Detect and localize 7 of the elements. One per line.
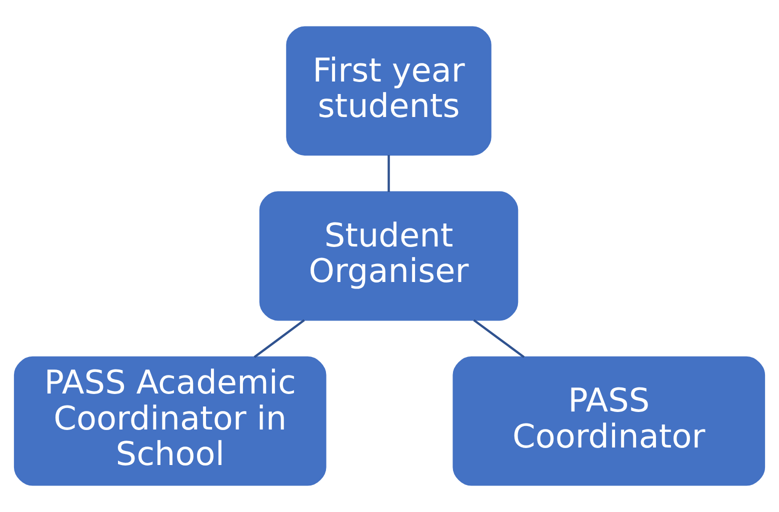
connector <box>254 319 305 358</box>
connector <box>473 319 525 358</box>
node-box: Student Organiser <box>259 191 518 321</box>
node-box: PASS Academic Coordinator in School <box>14 356 326 486</box>
node-box: First year students <box>286 26 492 156</box>
connector <box>388 155 390 192</box>
node-box: PASS Coordinator <box>452 356 766 486</box>
